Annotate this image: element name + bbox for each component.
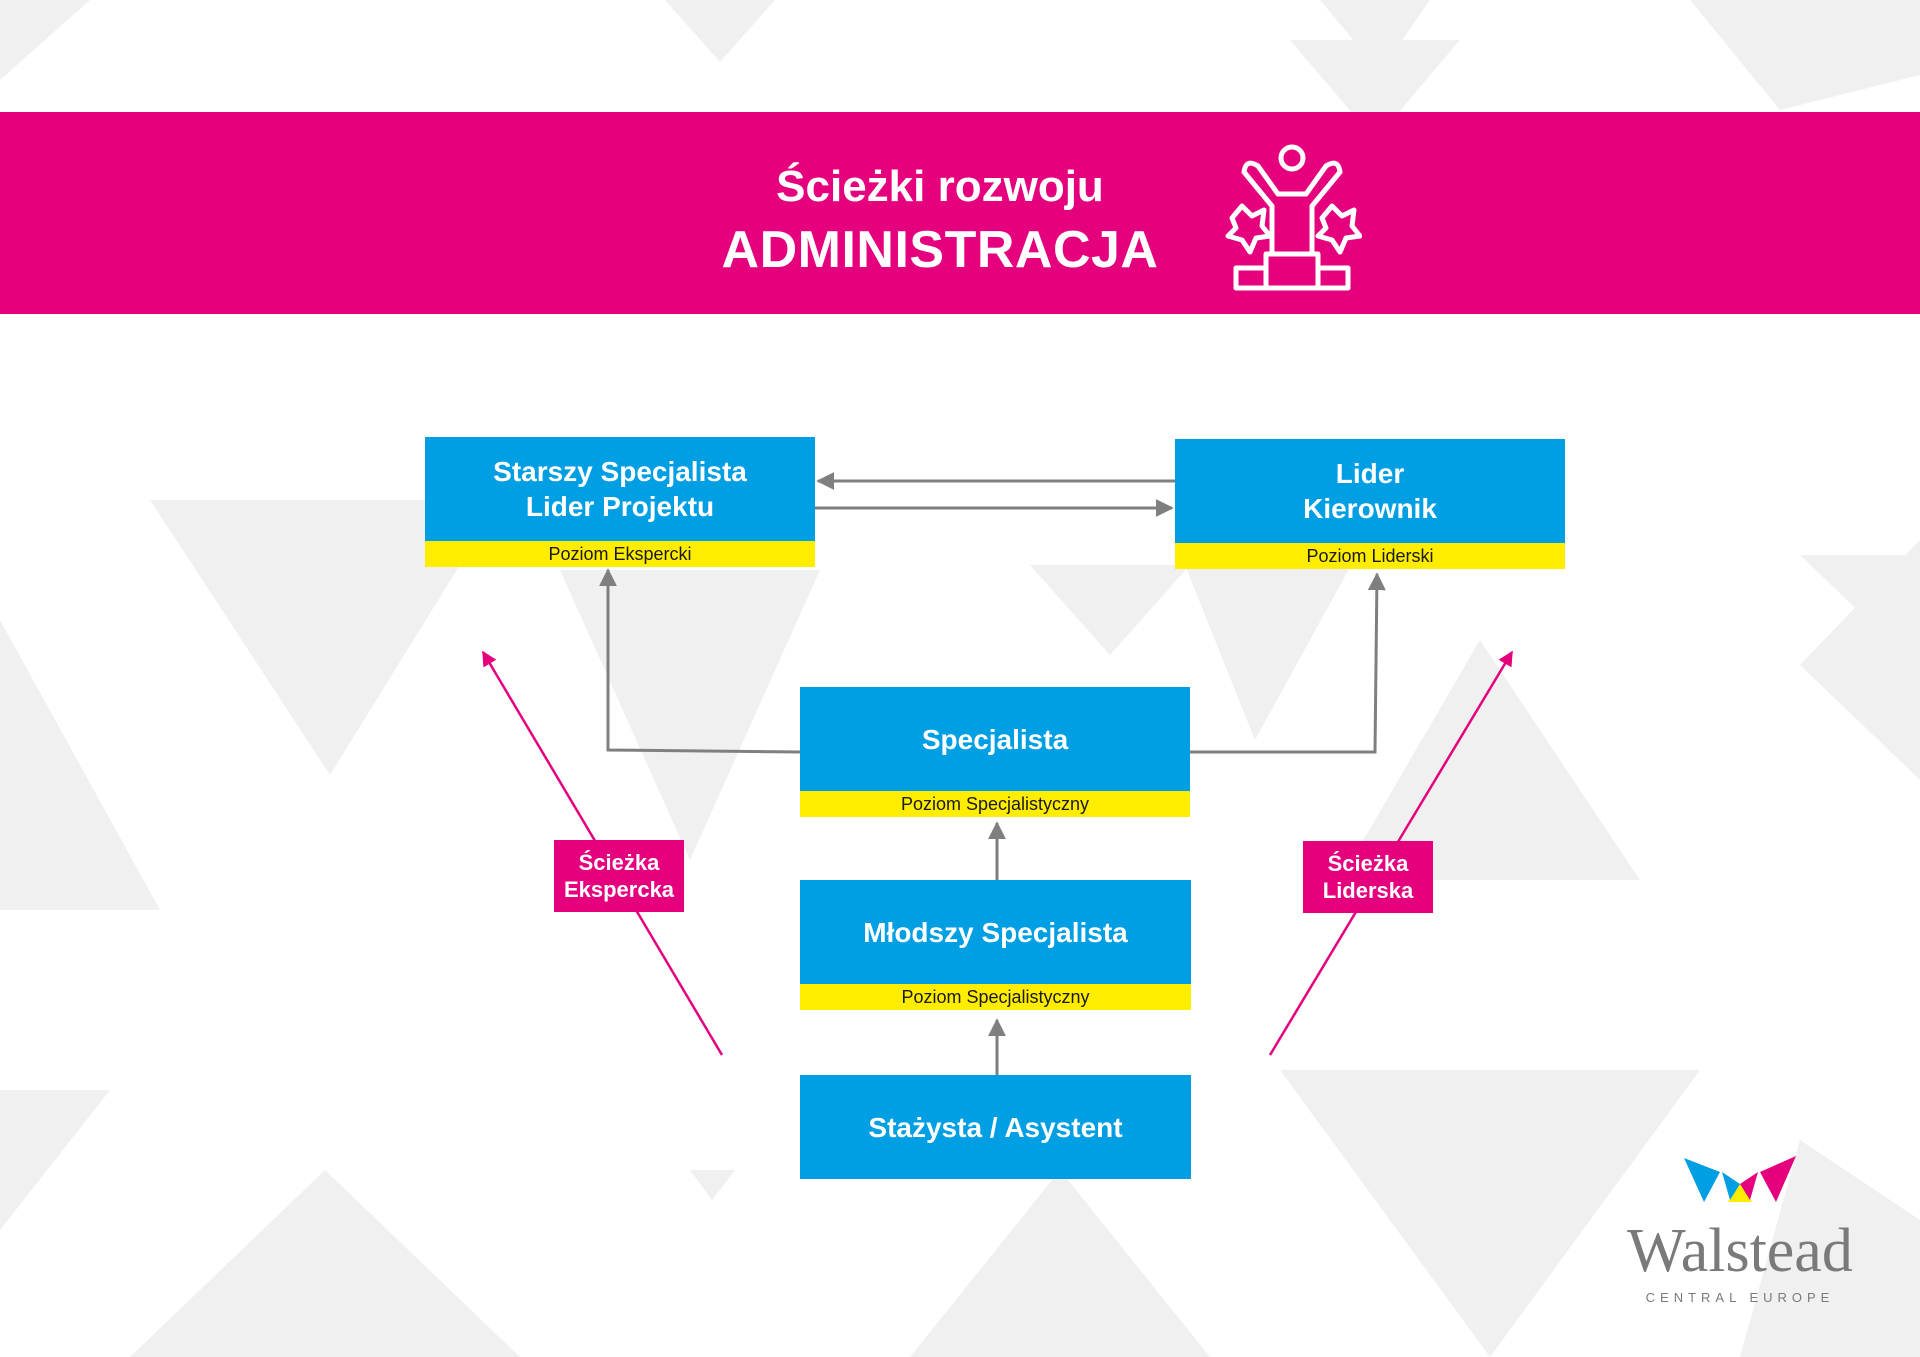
node-specialist: Specjalista Poziom Specjalistyczny bbox=[800, 687, 1190, 817]
logo-wordmark: Walstead bbox=[1627, 1217, 1853, 1285]
level-label: Poziom Liderski bbox=[1175, 543, 1565, 569]
page-subtitle: ADMINISTRACJA bbox=[721, 221, 1159, 279]
node-title: Lider Kierownik bbox=[1303, 458, 1437, 524]
walstead-butterfly-icon bbox=[1684, 1156, 1796, 1202]
node-intern: Stażysta / Asystent bbox=[800, 1075, 1191, 1179]
trophy-podium-icon bbox=[1225, 144, 1362, 291]
edge-specialist-to-expert bbox=[599, 568, 801, 754]
node-leader: Lider Kierownik Poziom Liderski bbox=[1175, 439, 1565, 569]
node-title: Specjalista bbox=[921, 723, 1069, 755]
level-label: Poziom Specjalistyczny bbox=[800, 984, 1191, 1010]
expert-path-label: Ścieżka Ekspercka bbox=[554, 840, 684, 912]
walstead-logo: Walstead CENTRAL EUROPE bbox=[1600, 1150, 1880, 1310]
logo-subtitle: CENTRAL EUROPE bbox=[1645, 1290, 1835, 1305]
leader-path-label: Ścieżka Liderska bbox=[1303, 841, 1433, 913]
node-title: Stażysta / Asystent bbox=[868, 1111, 1123, 1143]
node-senior-specialist: Starszy Specjalista Lider Projektu Pozio… bbox=[425, 437, 815, 567]
level-label: Poziom Specjalistyczny bbox=[800, 791, 1190, 817]
node-junior-specialist: Młodszy Specjalista Poziom Specjalistycz… bbox=[800, 880, 1191, 1010]
level-label: Poziom Ekspercki bbox=[425, 541, 815, 567]
edge-specialist-to-leader bbox=[1190, 572, 1386, 754]
header-banner: Ścieżki rozwoju ADMINISTRACJA bbox=[0, 112, 1920, 314]
node-title: Młodszy Specjalista bbox=[863, 916, 1128, 948]
node-title: Starszy Specjalista Lider Projektu bbox=[493, 456, 747, 522]
page-title: Ścieżki rozwoju bbox=[776, 162, 1104, 211]
